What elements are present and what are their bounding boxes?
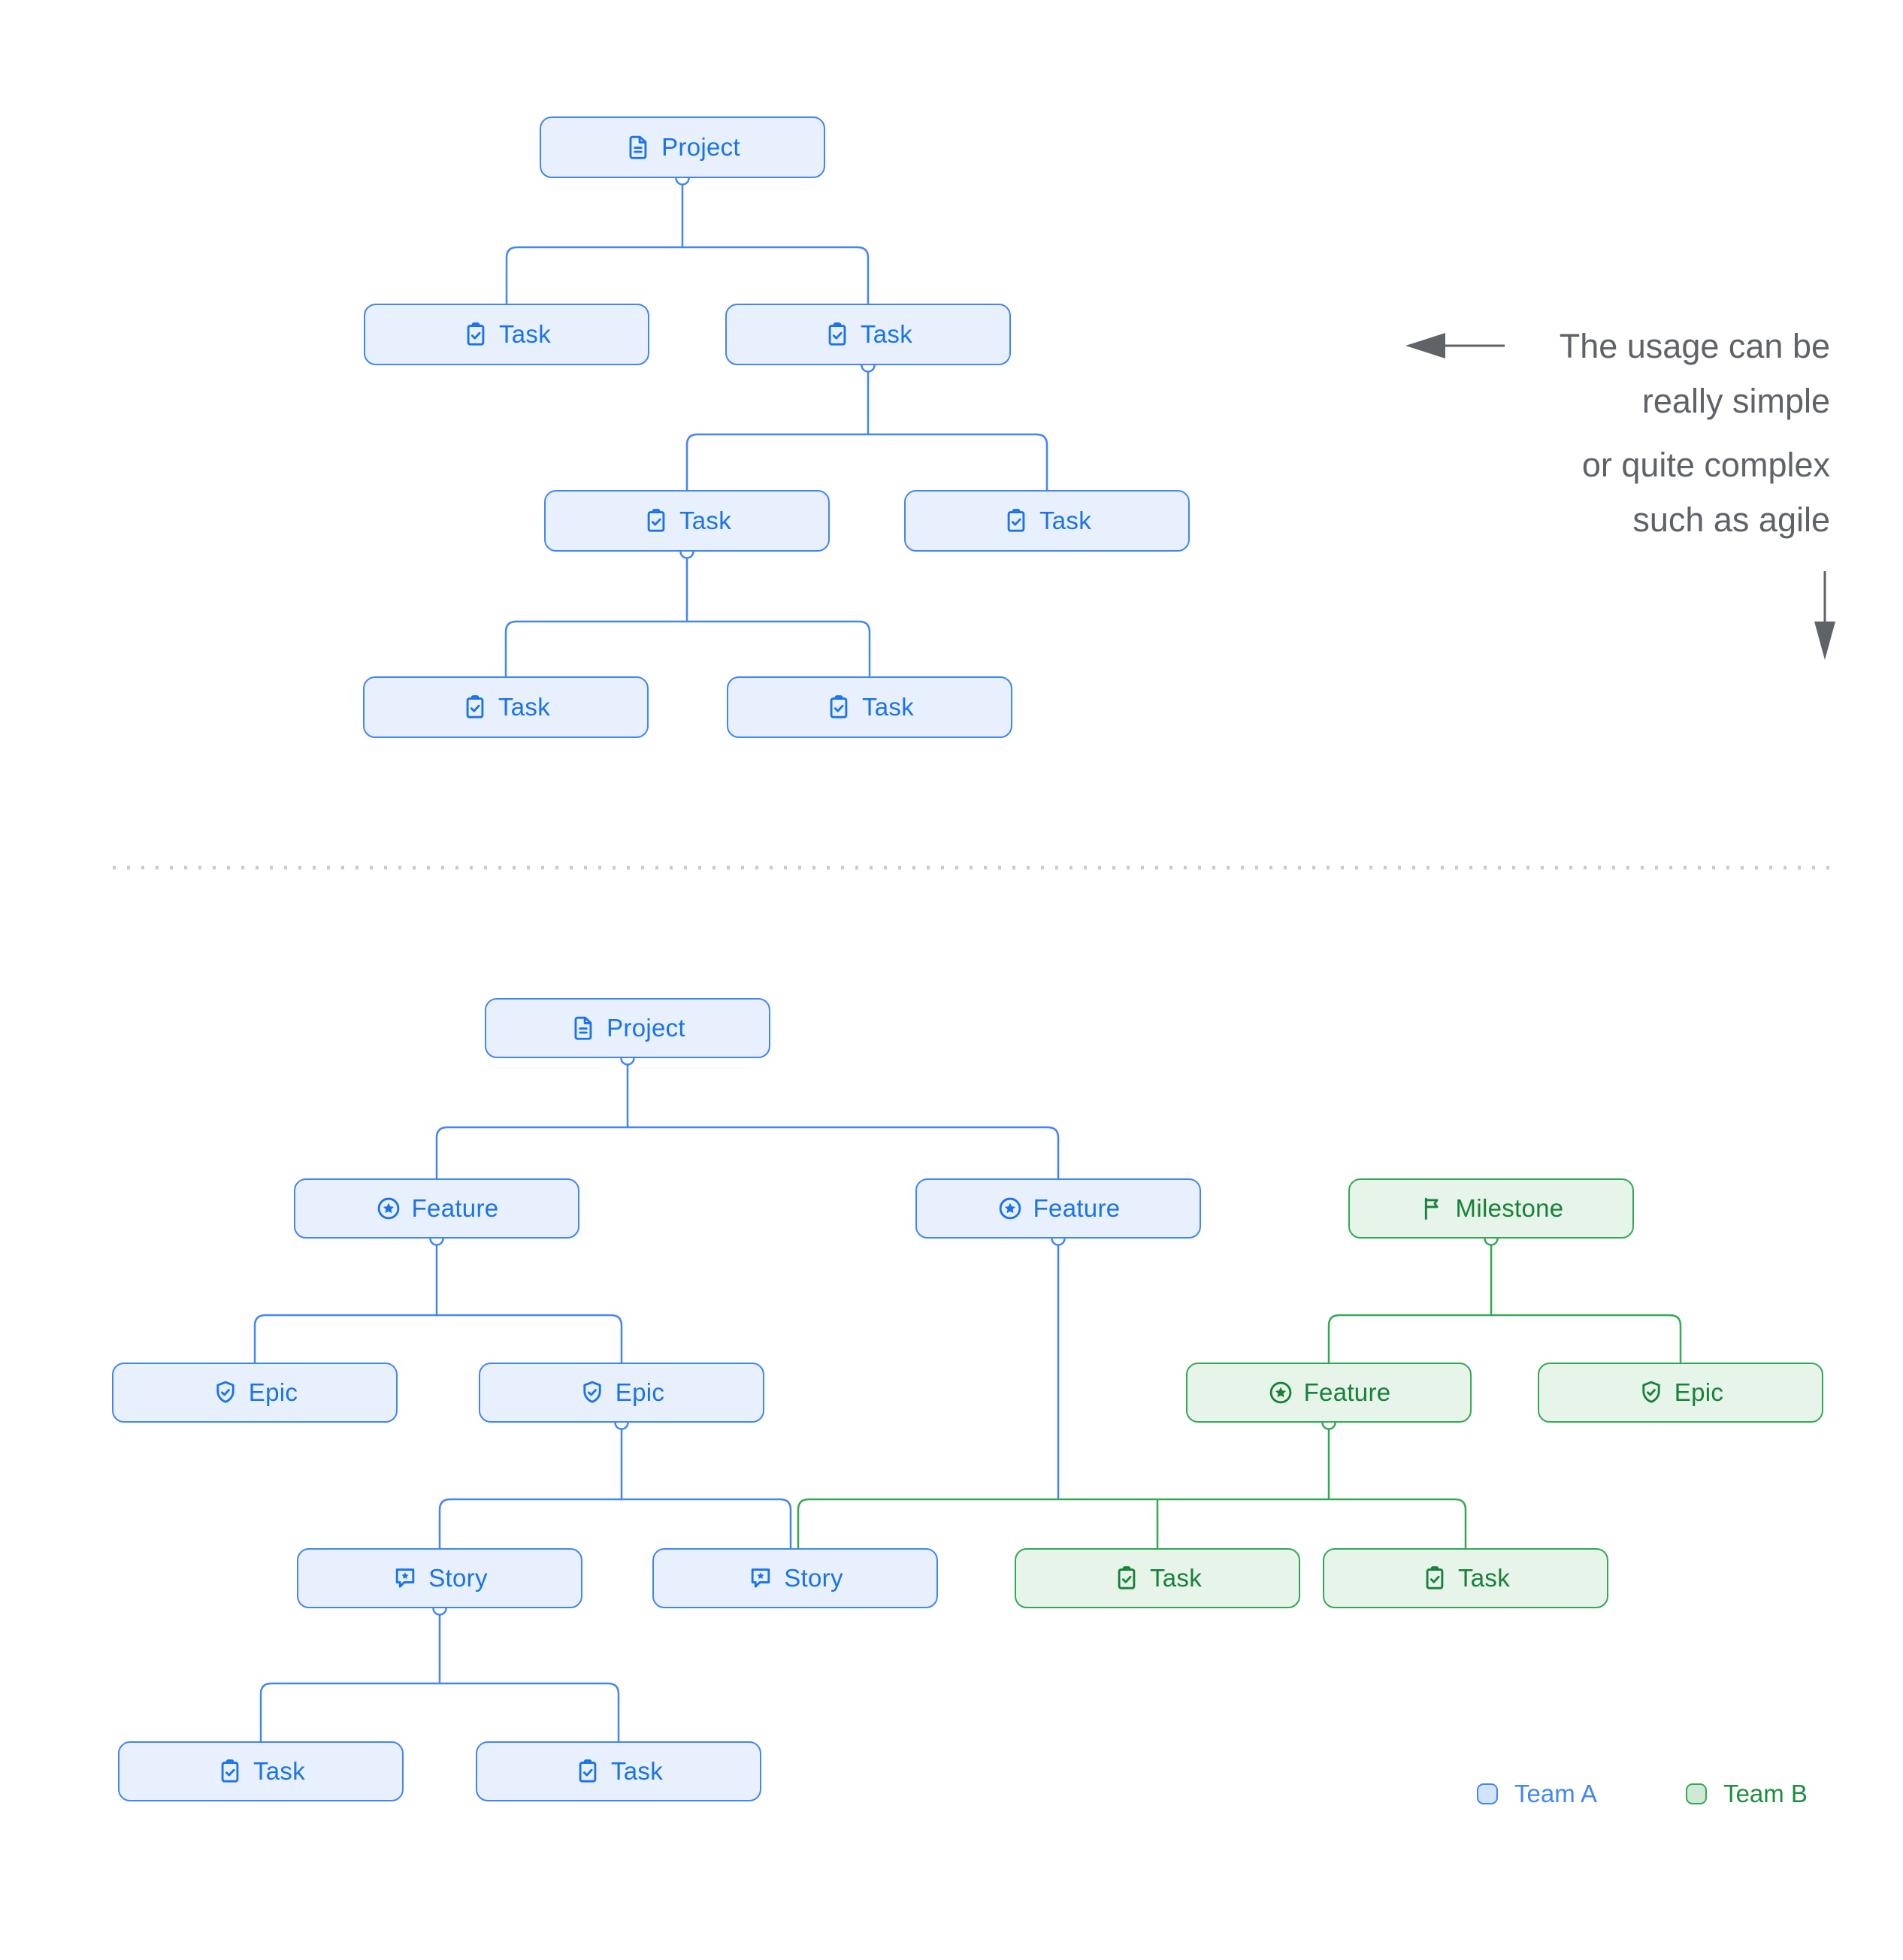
task-check-icon xyxy=(825,694,852,721)
left-arrow xyxy=(1405,333,1505,358)
node-epic: Epic xyxy=(479,1363,764,1423)
node-task: Task xyxy=(544,490,830,552)
node-label: Task xyxy=(1457,1564,1511,1592)
node-task: Task xyxy=(727,676,1012,738)
node-label: Milestone xyxy=(1455,1194,1564,1222)
task-check-icon xyxy=(574,1758,601,1785)
team-a-swatch-icon xyxy=(1477,1783,1498,1804)
node-feature: Feature xyxy=(294,1178,579,1239)
feature-star-icon xyxy=(1267,1379,1294,1406)
node-label: Task xyxy=(253,1757,306,1785)
legend-label: Team B xyxy=(1723,1780,1808,1807)
node-label: Story xyxy=(784,1564,843,1592)
epic-shield-icon xyxy=(579,1379,606,1406)
node-task: Task xyxy=(1015,1548,1300,1608)
feature-star-icon xyxy=(375,1195,402,1222)
node-task: Task xyxy=(1323,1548,1608,1608)
node-task: Task xyxy=(904,490,1190,552)
node-label: Feature xyxy=(1303,1378,1391,1406)
node-label: Project xyxy=(661,133,740,161)
task-check-icon xyxy=(643,507,670,534)
epic-shield-icon xyxy=(212,1379,239,1406)
node-story: Story xyxy=(652,1548,938,1608)
task-check-icon xyxy=(461,694,489,721)
task-check-icon xyxy=(1421,1565,1448,1592)
task-check-icon xyxy=(216,1758,244,1785)
node-task: Task xyxy=(725,304,1011,365)
dotted-divider xyxy=(113,866,1834,870)
node-label: Task xyxy=(860,320,913,348)
node-label: Feature xyxy=(411,1194,499,1222)
story-icon xyxy=(747,1565,774,1592)
node-label: Project xyxy=(607,1014,685,1042)
node-task: Task xyxy=(364,304,649,365)
node-project: Project xyxy=(485,998,770,1058)
node-epic: Epic xyxy=(112,1363,398,1423)
feature-star-icon xyxy=(997,1195,1024,1222)
node-label: Feature xyxy=(1033,1194,1121,1222)
node-label: Task xyxy=(1149,1564,1203,1592)
node-label: Epic xyxy=(248,1378,298,1406)
legend: Team A Team B xyxy=(1477,1780,1808,1808)
legend-item-team-a: Team A xyxy=(1477,1780,1597,1808)
task-check-icon xyxy=(1003,507,1030,534)
node-label: Task xyxy=(861,693,915,721)
node-feature: Feature xyxy=(915,1178,1201,1239)
node-label: Task xyxy=(610,1757,664,1785)
task-check-icon xyxy=(1113,1565,1140,1592)
legend-label: Team A xyxy=(1514,1780,1598,1807)
annotation: The usage can be really simple or quite … xyxy=(1259,319,1830,547)
node-label: Task xyxy=(498,320,552,348)
node-label: Story xyxy=(428,1564,488,1592)
document-icon xyxy=(570,1015,597,1042)
legend-item-team-b: Team B xyxy=(1686,1780,1808,1808)
node-label: Task xyxy=(498,693,551,721)
team-b-swatch-icon xyxy=(1686,1783,1708,1804)
node-label: Epic xyxy=(615,1378,665,1406)
annotation-line: or quite complex xyxy=(1581,446,1830,484)
node-task: Task xyxy=(476,1741,761,1801)
annotation-line: The usage can be xyxy=(1559,327,1830,365)
task-check-icon xyxy=(824,321,851,348)
node-label: Epic xyxy=(1674,1378,1724,1406)
milestone-flag-icon xyxy=(1419,1195,1446,1222)
node-label: Task xyxy=(679,507,732,534)
node-feature: Feature xyxy=(1186,1363,1472,1423)
document-icon xyxy=(625,134,652,161)
annotation-line: really simple xyxy=(1641,382,1830,420)
node-label: Task xyxy=(1039,507,1092,534)
node-project: Project xyxy=(540,116,825,178)
node-task: Task xyxy=(118,1741,404,1801)
node-milestone: Milestone xyxy=(1348,1178,1634,1239)
down-arrow xyxy=(1814,571,1835,660)
node-task: Task xyxy=(363,676,649,738)
node-story: Story xyxy=(297,1548,582,1608)
node-epic: Epic xyxy=(1538,1363,1823,1423)
epic-shield-icon xyxy=(1638,1379,1665,1406)
story-icon xyxy=(392,1565,419,1592)
task-check-icon xyxy=(462,321,489,348)
annotation-line: such as agile xyxy=(1632,501,1830,539)
